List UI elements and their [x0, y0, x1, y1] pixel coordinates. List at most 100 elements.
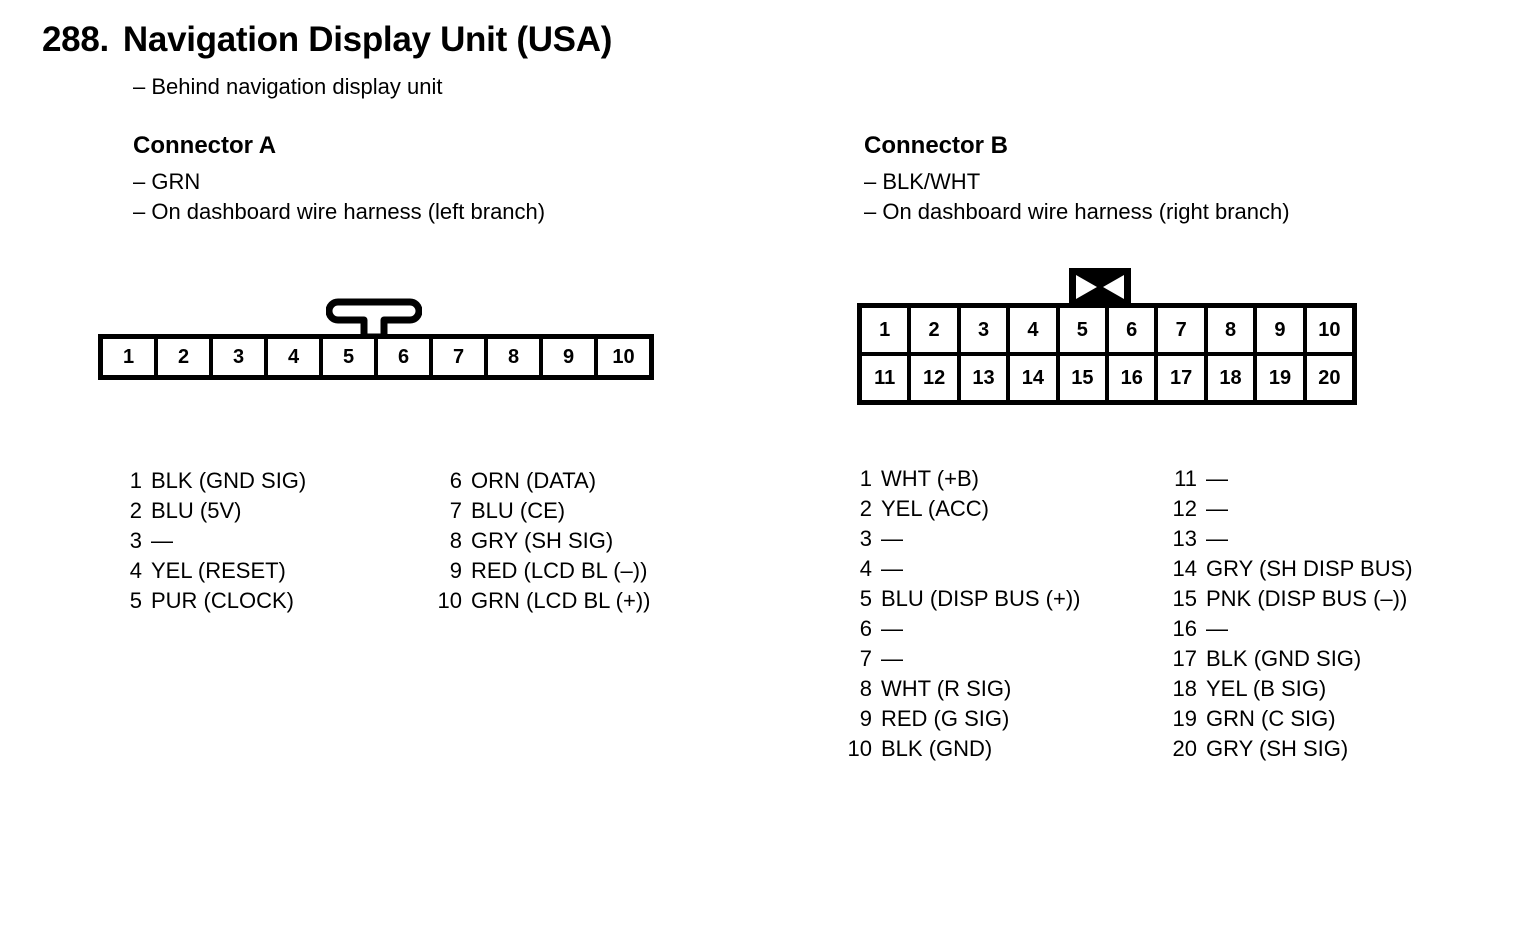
connector-a-pinlist-left: 1 BLK (GND SIG) 2 BLU (5V) 3 — 4 YEL (RE… [108, 466, 307, 616]
connector-a-pin-body: 1 2 3 4 5 6 7 8 9 10 [98, 334, 654, 380]
connector-b-pin-cell: 10 [1306, 308, 1353, 352]
connector-b-pin-cell: 5 [1059, 308, 1106, 352]
connector-a-location-note: – On dashboard wire harness (left branch… [133, 199, 546, 224]
connector-b-pin-cell: 18 [1207, 356, 1254, 400]
pin-description: BLU (CE) [471, 498, 566, 523]
connector-a-heading: Connector A [133, 132, 277, 159]
connector-b-pin-cell: 8 [1207, 308, 1254, 352]
pin-row: 10 GRN (LCD BL (+)) [428, 586, 651, 616]
pin-description: ORN (DATA) [471, 468, 597, 493]
pin-description: — [881, 616, 903, 641]
pin-row: 4 YEL (RESET) [108, 556, 306, 586]
pin-description: — [1206, 616, 1228, 641]
pin-number: 9 [449, 558, 462, 583]
connector-b-latch-tab-icon [1069, 268, 1131, 310]
page-title: 288.Navigation Display Unit (USA) [42, 20, 612, 60]
pin-number: 12 [1172, 496, 1197, 521]
connector-a-color-note: – GRN [133, 169, 201, 194]
connector-a-pin-cell: 3 [213, 339, 264, 375]
connector-b-pin-row-top: 1 2 3 4 5 6 7 8 9 10 [862, 308, 1353, 352]
pin-row: 1 BLK (GND SIG) [108, 466, 307, 496]
connector-a-pinlist-right: 6 ORN (DATA) 7 BLU (CE) 8 GRY (SH SIG) 9… [428, 466, 651, 616]
pin-number: 16 [1172, 616, 1197, 641]
pin-row: 8 WHT (R SIG) [838, 674, 1080, 704]
connector-b-pin-cell: 19 [1257, 356, 1303, 400]
pin-row: 15 PNK (DISP BUS (–)) [1163, 584, 1413, 614]
connector-b-pin-cell: 9 [1257, 308, 1303, 352]
connector-a-pin-cell: 1 [103, 339, 154, 375]
connector-a-pin-cell: 4 [268, 339, 319, 375]
connector-b-pin-cell: 20 [1306, 356, 1353, 400]
pin-row: 8 GRY (SH SIG) [428, 526, 650, 556]
pin-row: 9 RED (G SIG) [838, 704, 1080, 734]
pin-row: 14 GRY (SH DISP BUS) [1163, 554, 1413, 584]
pin-row: 18 YEL (B SIG) [1163, 674, 1413, 704]
connector-b-pin-cell: 3 [960, 308, 1007, 352]
pin-description: YEL (ACC) [881, 496, 989, 521]
pin-row: 17 BLK (GND SIG) [1163, 644, 1413, 674]
pin-number: 4 [129, 558, 142, 583]
connector-b-pin-cell: 2 [911, 308, 957, 352]
connector-b-pin-cell: 11 [862, 356, 908, 400]
pin-description: GRY (SH SIG) [471, 528, 614, 553]
connector-b-pin-cell: 6 [1109, 308, 1155, 352]
pin-number: 4 [859, 556, 872, 581]
pin-description: — [151, 528, 173, 553]
pin-description: RED (G SIG) [881, 706, 1010, 731]
pin-number: 5 [859, 586, 872, 611]
pin-number: 18 [1172, 676, 1197, 701]
pin-number: 15 [1172, 586, 1197, 611]
connector-b-pin-cell: 13 [960, 356, 1007, 400]
connector-b-pin-cell: 12 [911, 356, 957, 400]
pin-row: 5 BLU (DISP BUS (+)) [838, 584, 1081, 614]
page-subtitle: – Behind navigation display unit [133, 74, 443, 99]
pin-row: 20 GRY (SH SIG) [1163, 734, 1413, 764]
connector-a-pin-cell: 2 [158, 339, 209, 375]
connector-b-pin-cell: 14 [1010, 356, 1056, 400]
pin-description: RED (LCD BL (–)) [471, 558, 648, 583]
pin-row: 9 RED (LCD BL (–)) [428, 556, 650, 586]
pin-row: 6 ORN (DATA) [428, 466, 650, 496]
connector-b-pinlist-left: 1 WHT (+B) 2 YEL (ACC) 3 — 4 — 5 BLU (DI… [838, 464, 1081, 764]
pin-description: BLU (5V) [151, 498, 242, 523]
pin-description: — [881, 646, 903, 671]
pin-description: GRY (SH SIG) [1206, 736, 1349, 761]
pin-row: 13 — [1163, 524, 1413, 554]
pin-description: BLU (DISP BUS (+)) [881, 586, 1081, 611]
connector-b-pin-cell: 7 [1158, 308, 1204, 352]
pin-number: 2 [859, 496, 872, 521]
pin-row: 7 — [838, 644, 1080, 674]
pin-number: 8 [859, 676, 872, 701]
pin-number: 5 [129, 588, 142, 613]
connector-b-pin-body: 1 2 3 4 5 6 7 8 9 10 11 12 13 14 15 16 1… [857, 303, 1357, 405]
pin-number: 20 [1172, 736, 1197, 761]
pin-description: PUR (CLOCK) [151, 588, 295, 613]
pin-number: 7 [859, 646, 872, 671]
pin-row: 1 WHT (+B) [838, 464, 1080, 494]
pin-number: 6 [859, 616, 872, 641]
pin-row: 16 — [1163, 614, 1413, 644]
pin-description: WHT (R SIG) [881, 676, 1012, 701]
pin-number: 1 [859, 466, 872, 491]
pin-description: YEL (B SIG) [1206, 676, 1327, 701]
pin-row: 10 BLK (GND) [838, 734, 1080, 764]
pin-description: — [1206, 466, 1228, 491]
pin-row: 2 YEL (ACC) [838, 494, 1080, 524]
pin-row: 11 — [1163, 464, 1413, 494]
connector-b-pin-cell: 17 [1158, 356, 1204, 400]
connector-b-pin-row-bottom: 11 12 13 14 15 16 17 18 19 20 [862, 356, 1353, 400]
pin-description: BLK (GND SIG) [1206, 646, 1362, 671]
pin-number: 19 [1172, 706, 1197, 731]
connector-b-location-note: – On dashboard wire harness (right branc… [864, 199, 1290, 224]
pin-description: GRN (C SIG) [1206, 706, 1336, 731]
pin-number: 17 [1172, 646, 1197, 671]
pin-row: 7 BLU (CE) [428, 496, 650, 526]
pin-number: 2 [129, 498, 142, 523]
pin-number: 10 [437, 588, 462, 613]
pin-row: 4 — [838, 554, 1080, 584]
connector-a-pin-cell: 9 [543, 339, 594, 375]
pin-number: 14 [1172, 556, 1197, 581]
pin-row: 19 GRN (C SIG) [1163, 704, 1413, 734]
pin-description: BLK (GND SIG) [151, 468, 307, 493]
page-title-text: Navigation Display Unit (USA) [122, 20, 613, 59]
